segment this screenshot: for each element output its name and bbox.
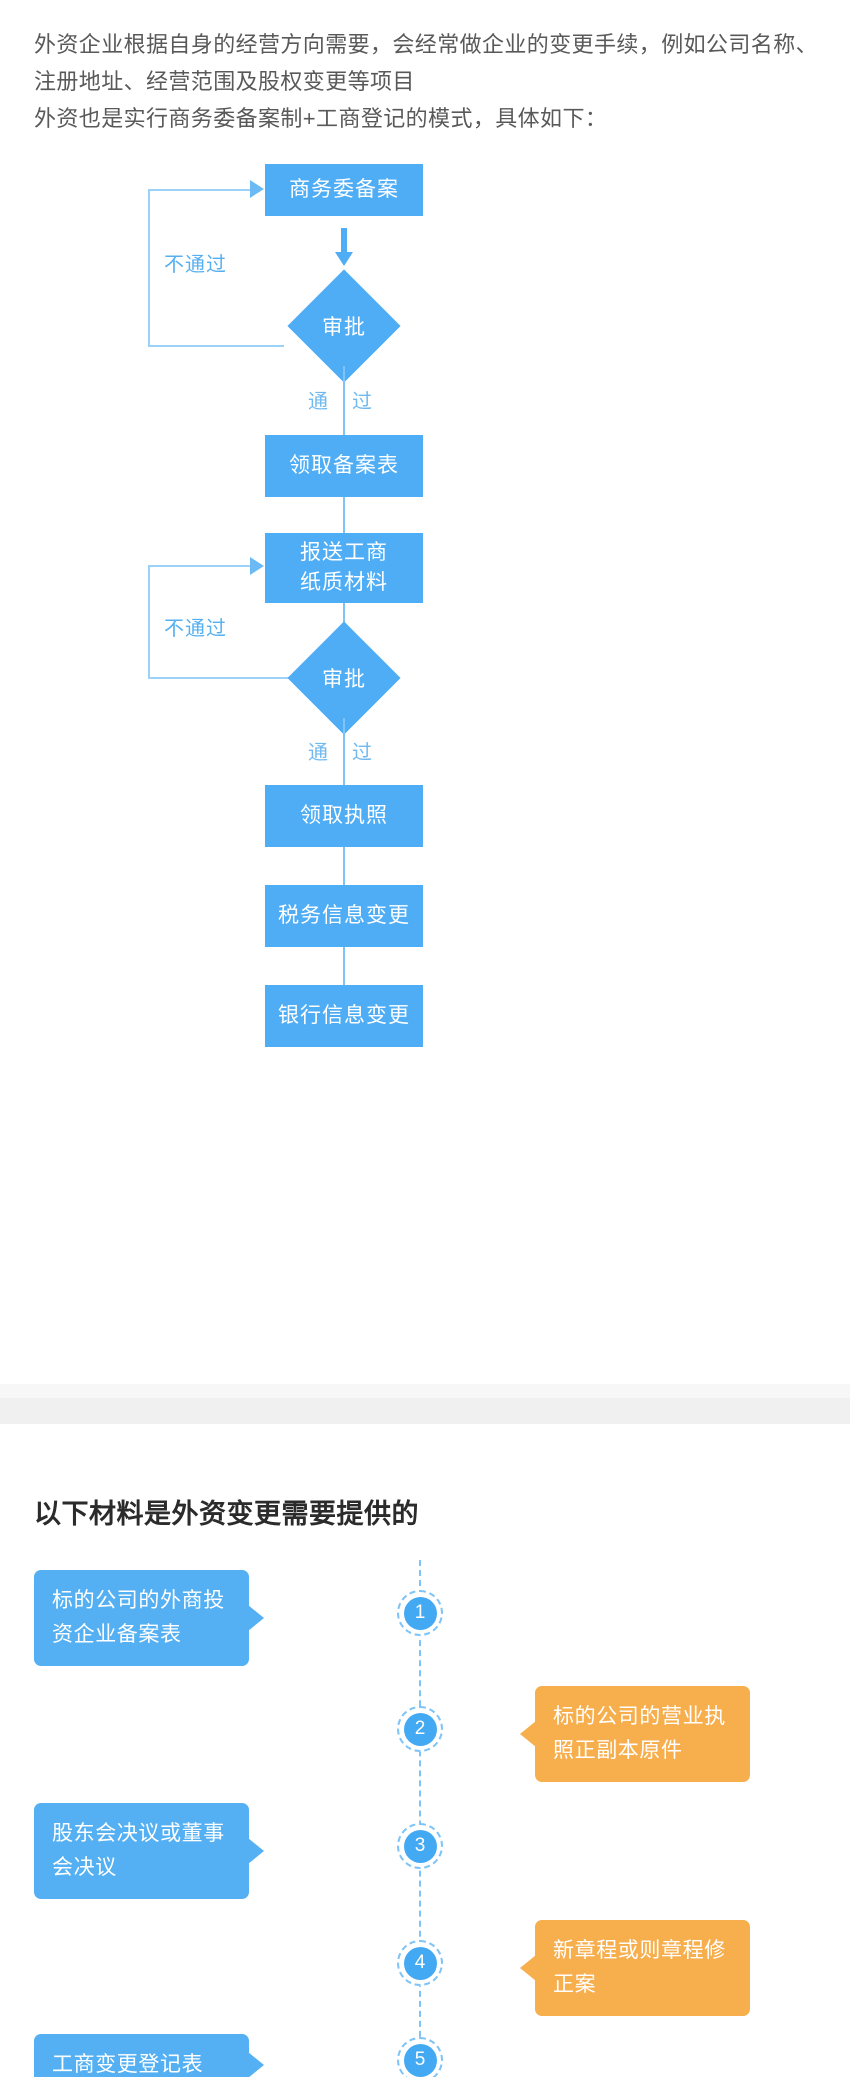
timeline-marker-4-number: 4 bbox=[403, 1946, 437, 1980]
section-separator-band bbox=[0, 1398, 850, 1424]
timeline-marker-3-number: 3 bbox=[403, 1829, 437, 1863]
reject-loop-1-bottom bbox=[148, 345, 284, 347]
flow-node-collect-filing-form[interactable]: 领取备案表 bbox=[265, 435, 423, 497]
pass-label-2a: 通 bbox=[308, 742, 328, 764]
reject-loop-2-top bbox=[148, 565, 252, 567]
material-bubble-5[interactable]: 工商变更登记表 bbox=[34, 2034, 264, 2077]
flow-line-d2-n4 bbox=[343, 718, 345, 790]
flow-line-d1-n2 bbox=[343, 366, 345, 440]
materials-timeline: 1 标的公司的外商投 资企业备案表 2 标的公司的营业执 照正副本原件 3 股东… bbox=[0, 1560, 850, 2077]
reject-loop-2-bottom bbox=[148, 677, 302, 679]
pass-label-2b: 过 bbox=[352, 742, 372, 764]
flow-node-submit-paper-materials[interactable]: 报送工商 纸质材料 bbox=[265, 533, 423, 603]
timeline-marker-5[interactable]: 5 bbox=[397, 2037, 443, 2077]
timeline-marker-2-number: 2 bbox=[403, 1712, 437, 1746]
reject-loop-2-arrow-icon bbox=[250, 557, 264, 575]
materials-heading: 以下材料是外资变更需要提供的 bbox=[34, 1499, 419, 1529]
flow-node-tax-info-change[interactable]: 税务信息变更 bbox=[265, 885, 423, 947]
flow-line-n2-n3 bbox=[343, 497, 345, 533]
timeline-marker-2[interactable]: 2 bbox=[397, 1706, 443, 1752]
timeline-axis bbox=[419, 1560, 421, 2077]
section-separator-top bbox=[0, 1384, 850, 1398]
flowchart: 不通过 商务委备案 审批 通 过 领取备案表 不通过 报送工商 纸质材料 bbox=[0, 164, 850, 1380]
material-bubble-1[interactable]: 标的公司的外商投 资企业备案表 bbox=[34, 1570, 264, 1666]
material-bubble-4[interactable]: 新章程或则章程修 正案 bbox=[520, 1920, 750, 2016]
pass-label-1a: 通 bbox=[308, 391, 328, 413]
reject-loop-1-left bbox=[148, 189, 150, 346]
reject-label-2: 不通过 bbox=[164, 618, 227, 640]
timeline-marker-1-number: 1 bbox=[403, 1596, 437, 1630]
reject-loop-1-arrow-icon bbox=[250, 180, 264, 198]
reject-loop-2-left bbox=[148, 565, 150, 679]
timeline-marker-1[interactable]: 1 bbox=[397, 1590, 443, 1636]
reject-label-1: 不通过 bbox=[164, 254, 227, 276]
timeline-marker-4[interactable]: 4 bbox=[397, 1940, 443, 1986]
flow-node-bank-info-change[interactable]: 银行信息变更 bbox=[265, 985, 423, 1047]
flow-line-n3-d2 bbox=[343, 603, 345, 639]
reject-loop-1-top bbox=[148, 189, 252, 191]
timeline-marker-5-number: 5 bbox=[403, 2043, 437, 2077]
timeline-marker-3[interactable]: 3 bbox=[397, 1823, 443, 1869]
material-bubble-3[interactable]: 股东会决议或董事 会决议 bbox=[34, 1803, 264, 1899]
flow-node-collect-license[interactable]: 领取执照 bbox=[265, 785, 423, 847]
flow-arrow-1 bbox=[335, 228, 353, 266]
intro-paragraph: 外资企业根据自身的经营方向需要，会经常做企业的变更手续，例如公司名称、注册地址、… bbox=[34, 32, 819, 131]
flow-decision-2-label: 审批 bbox=[322, 668, 366, 691]
flow-decision-1-label: 审批 bbox=[322, 316, 366, 339]
pass-label-1b: 过 bbox=[352, 391, 372, 413]
material-bubble-2[interactable]: 标的公司的营业执 照正副本原件 bbox=[520, 1686, 750, 1782]
flow-line-n4-n5 bbox=[343, 847, 345, 886]
flow-line-n5-n6 bbox=[343, 947, 345, 986]
flow-node-bwt-filing[interactable]: 商务委备案 bbox=[265, 164, 423, 216]
